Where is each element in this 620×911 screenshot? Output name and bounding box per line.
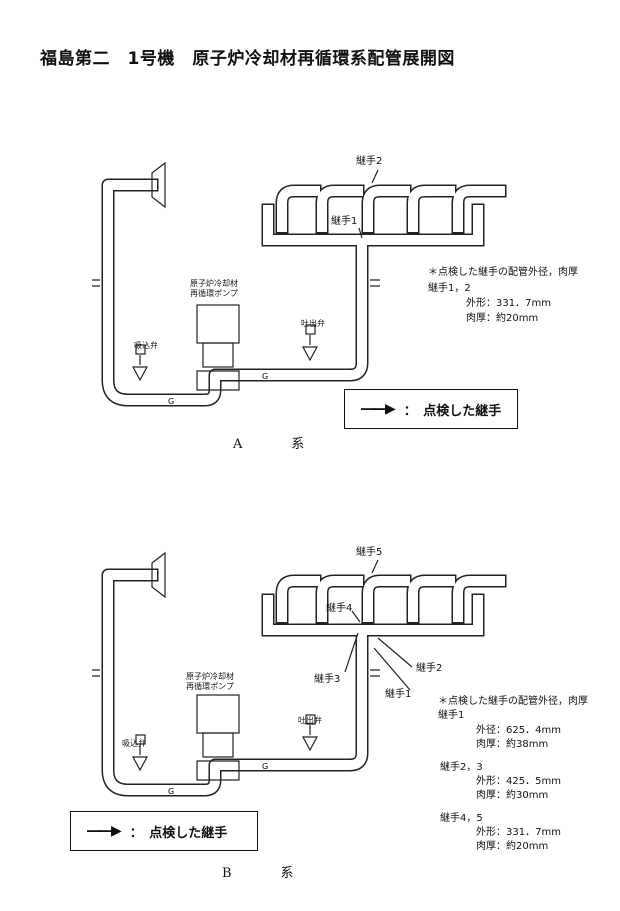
suction-valve-label-b: 吸込弁	[122, 739, 146, 748]
suction-valve-label-a: 吸込弁	[134, 341, 158, 350]
legend-text-a: ： 点検した継手	[403, 403, 502, 419]
pump-label-a: 原子炉冷却材 再循環ポンプ	[190, 279, 238, 298]
joint-3-label-b: 継手3	[314, 674, 341, 685]
legend-b: ――▶ ： 点検した継手	[70, 811, 258, 851]
joint-1-label-b: 継手1	[385, 689, 412, 700]
caption-a: A 系	[233, 437, 323, 452]
spec-outer-b-2: 外形：425．5mm	[476, 776, 561, 787]
spec-joints-b-1: 継手1	[438, 710, 465, 721]
joint-1-label-a: 継手1	[331, 216, 358, 227]
joint-2-label-b: 継手2	[416, 663, 443, 674]
arrow-icon: ――▶	[87, 823, 122, 839]
spec-outer-a: 外形：331．7mm	[466, 298, 551, 309]
joint-4-label-b: 継手4	[326, 603, 353, 614]
caption-b: B 系	[222, 866, 312, 881]
spec-thickness-a: 肉厚：約20mm	[466, 313, 539, 324]
spec-heading-a: ＊点検した継手の配管外径，肉厚	[428, 267, 578, 278]
pump-label-b: 原子炉冷却材 再循環ポンプ	[186, 672, 234, 691]
joint-5-label-b: 継手5	[356, 547, 383, 558]
spec-thickness-b-3: 肉厚：約20mm	[476, 841, 549, 852]
spec-thickness-b-2: 肉厚：約30mm	[476, 790, 549, 801]
spec-joints-a: 継手1，2	[428, 283, 471, 294]
spec-outer-b-1: 外径：625．4mm	[476, 725, 561, 736]
spec-thickness-b-1: 肉厚：約38mm	[476, 739, 549, 750]
spec-joints-b-3: 継手4，5	[440, 813, 483, 824]
discharge-valve-label-b: 吐出弁	[298, 716, 322, 725]
arrow-icon: ――▶	[361, 401, 396, 417]
spec-outer-b-3: 外形：331．7mm	[476, 827, 561, 838]
spec-joints-b-2: 継手2，3	[440, 762, 483, 773]
legend-a: ――▶ ： 点検した継手	[344, 389, 518, 429]
legend-text-b: ： 点検した継手	[129, 825, 228, 841]
joint-2-label-a: 継手2	[356, 156, 383, 167]
page-title: 福島第二 1号機 原子炉冷却材再循環系配管展開図	[40, 49, 455, 69]
discharge-valve-label-a: 吐出弁	[301, 319, 325, 328]
spec-heading-b: ＊点検した継手の配管外径，肉厚	[438, 696, 588, 707]
